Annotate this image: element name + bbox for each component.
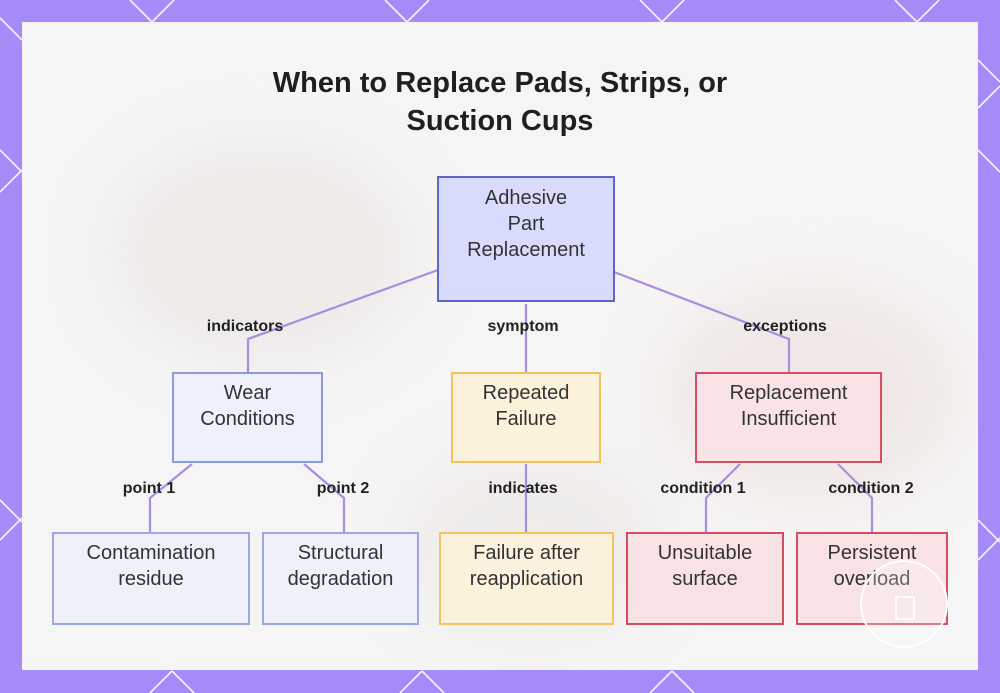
edge-label-indicates: indicates	[488, 480, 558, 497]
node-text-line: Replacement	[729, 382, 848, 404]
node-text-line: Structural	[297, 542, 384, 564]
connector-insufficient-unsuitable	[704, 463, 741, 533]
node-text-line: Wear	[223, 382, 272, 404]
edge-label-indicators: indicators	[206, 318, 284, 335]
diagram-title-line-1: When to Replace Pads, Strips, or	[272, 67, 728, 99]
connector-root-insufficient	[613, 270, 791, 373]
node-text-line: Persistent	[827, 542, 917, 564]
node-text-line: Part	[507, 213, 545, 235]
edge-label-condition-2: condition 2	[828, 480, 914, 497]
node-wear-conditions: Wear Conditions	[172, 372, 323, 463]
node-text-line: surface	[672, 568, 738, 590]
node-unsuitable-surface: Unsuitable surface	[626, 532, 784, 625]
node-text-line: Unsuitable	[657, 542, 753, 564]
node-replacement-insufficient: Replacement Insufficient	[695, 372, 882, 463]
node-failure-after-reapplication: Failure after reapplication	[439, 532, 614, 625]
edge-label-point-1: point 1	[122, 480, 176, 497]
connector-wear-contamination	[148, 463, 193, 533]
edge-label-point-2: point 2	[316, 480, 370, 497]
node-text-line: Adhesive	[484, 187, 568, 209]
node-text-line: Conditions	[200, 408, 295, 430]
node-text-line: Failure	[495, 408, 557, 430]
node-text-line: Replacement	[467, 239, 585, 261]
connector-root-wear	[246, 268, 439, 373]
app-logo-icon	[895, 596, 915, 620]
diagram-canvas: When to Replace Pads, Strips, or Suction…	[22, 22, 978, 670]
background-blur	[112, 142, 412, 362]
edge-label-condition-1: condition 1	[660, 480, 746, 497]
connector-insufficient-overload	[837, 463, 874, 533]
node-text-line: Repeated	[482, 382, 570, 404]
node-contamination-residue: Contamination residue	[52, 532, 250, 625]
node-text-line: Contamination	[86, 542, 216, 564]
node-text-line: reapplication	[469, 568, 584, 590]
node-text-line: residue	[118, 568, 184, 590]
watermark-badge	[860, 560, 948, 648]
node-structural-degradation: Structural degradation	[262, 532, 419, 625]
connector-wear-structural	[303, 463, 346, 533]
node-repeated-failure: Repeated Failure	[451, 372, 601, 463]
node-text-line: Insufficient	[740, 408, 837, 430]
diagram-title-line-2: Suction Cups	[406, 105, 594, 137]
edge-label-exceptions: exceptions	[743, 318, 827, 335]
node-text-line: degradation	[287, 568, 394, 590]
node-text-line: Failure after	[473, 542, 580, 564]
connector-lines	[148, 268, 874, 533]
node-adhesive-part-replacement: Adhesive Part Replacement	[437, 176, 615, 302]
diagram-title: When to Replace Pads, Strips, or Suction…	[22, 64, 978, 140]
edge-label-symptom: symptom	[487, 318, 559, 335]
